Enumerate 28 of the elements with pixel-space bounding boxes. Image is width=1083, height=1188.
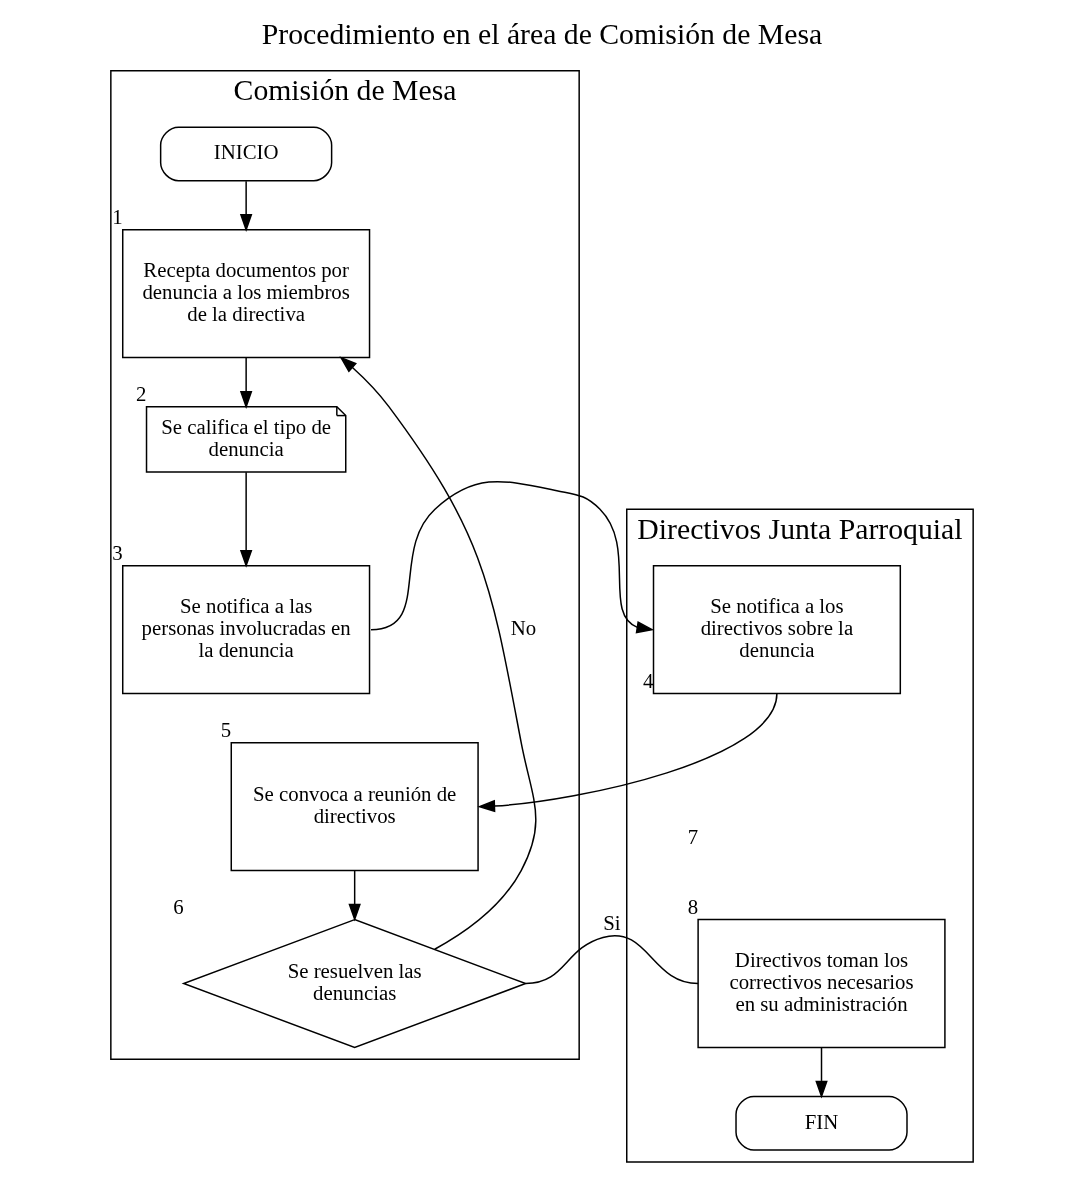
node-label: 5 — [220, 718, 231, 743]
node-label: 2 — [135, 382, 147, 407]
node-box: INICIO — [159, 126, 332, 182]
connector — [524, 935, 699, 985]
node-box: Recepta documentos por denuncia a los miembros de la directiva — [121, 229, 370, 359]
node-diamond: Se resuelven las denuncias — [181, 918, 528, 1049]
node-box: Se notifica a los directivos sobre la denuncia — [652, 565, 901, 695]
edge-label: Si — [602, 911, 621, 936]
arrow — [347, 870, 361, 922]
arrow — [239, 357, 252, 409]
arrow — [476, 692, 778, 813]
node-box: FIN — [734, 1095, 908, 1151]
node-label: 8 — [687, 894, 698, 919]
arrow — [239, 471, 252, 568]
arrow — [338, 356, 537, 950]
node-label: 7 — [687, 825, 698, 850]
arrow — [814, 1047, 828, 1099]
node-box: Se convoca a reunión de directivos — [230, 741, 479, 872]
edge-label: No — [510, 616, 536, 641]
node-label: 3 — [111, 541, 123, 566]
arrow — [369, 480, 654, 634]
node-label: 1 — [111, 205, 123, 230]
node-box: Se notifica a las personas involucradas en la denuncia — [121, 565, 370, 695]
node-box: Directivos toman los correctivos necesarios en su administración — [696, 918, 946, 1049]
node-label: 6 — [172, 894, 184, 919]
arrow — [239, 180, 252, 232]
node-label: 4 — [642, 668, 654, 693]
diagram-title: Procedimiento en el área de Comisión de Mesa — [261, 17, 822, 50]
